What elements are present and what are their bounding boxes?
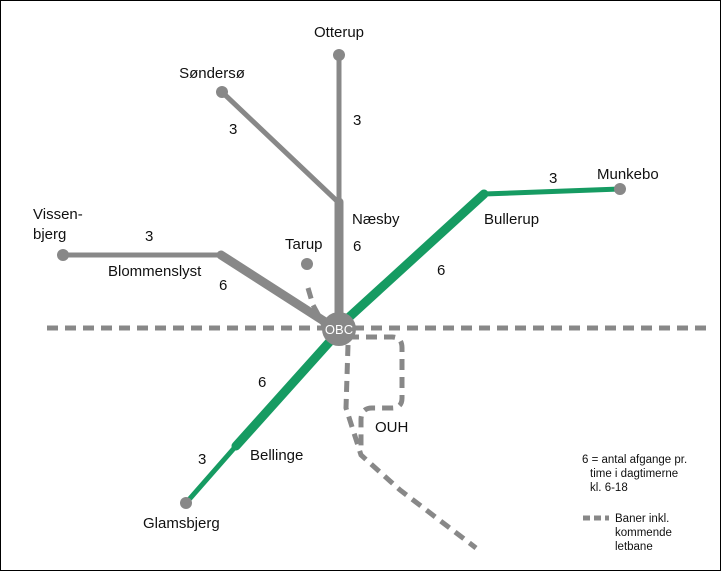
legend-frequency-line-2: time i dagtimerne [590,468,678,480]
station-label-otterup: Otterup [314,24,364,41]
stop-vissenbjerg [57,249,69,261]
station-label-blommenslyst: Blommenslyst [108,263,202,280]
hub-label-obc: OBC [325,322,353,337]
station-label-ouh: OUH [375,419,408,436]
stop-glamsbjerg [180,497,192,509]
station-label-bullerup: Bullerup [484,211,539,228]
frequency-bellinge: 6 [258,374,266,391]
station-label-munkebo: Munkebo [597,166,659,183]
route-sondersoe [219,89,341,205]
station-label-bellinge: Bellinge [250,447,303,464]
frequency-vissenbjerg: 3 [145,228,153,245]
stop-sondersoe [216,86,228,98]
stop-tarup [301,258,313,270]
station-label-naesby: Næsby [352,211,400,228]
legend-rail-line-3: letbane [615,541,653,553]
route-glamsbjerg [183,443,239,506]
route-blommenslyst [216,250,335,330]
rail-southeast [343,344,478,550]
station-label-tarup: Tarup [285,236,323,253]
station-label-glamsbjerg: Glamsbjerg [143,515,220,532]
grey-routes [60,52,344,330]
station-label-vissenbjerg-1: Vissen- [33,206,83,223]
frequency-glamsbjerg: 3 [198,451,206,468]
terminal-dots [57,49,626,509]
frequency-blommenslyst: 6 [219,277,227,294]
hub-obc [322,312,356,346]
route-bellinge [231,333,338,451]
green-routes [183,186,623,506]
stop-munkebo [614,183,626,195]
route-munkebo [481,186,623,197]
station-label-vissenbjerg-2: bjerg [33,226,66,243]
rail-lines [47,287,709,550]
route-bullerup [341,189,489,325]
legend-rail-line-2: kommende [615,527,672,539]
legend-rail-line-1: Baner inkl. [615,513,669,525]
legend: 6 = antal afgange pr. time i dagtimerne … [582,454,687,553]
stop-otterup [333,49,345,61]
frequency-otterup: 3 [353,112,361,129]
legend-frequency-line-3: kl. 6-18 [590,482,628,494]
legend-frequency-line-1: 6 = antal afgange pr. [582,454,687,466]
frequency-naesby: 6 [353,238,361,255]
frequency-munkebo: 3 [549,170,557,187]
station-label-sondersoe: Søndersø [179,65,245,82]
frequency-bullerup: 6 [437,262,445,279]
frequency-sondersoe: 3 [229,121,237,138]
